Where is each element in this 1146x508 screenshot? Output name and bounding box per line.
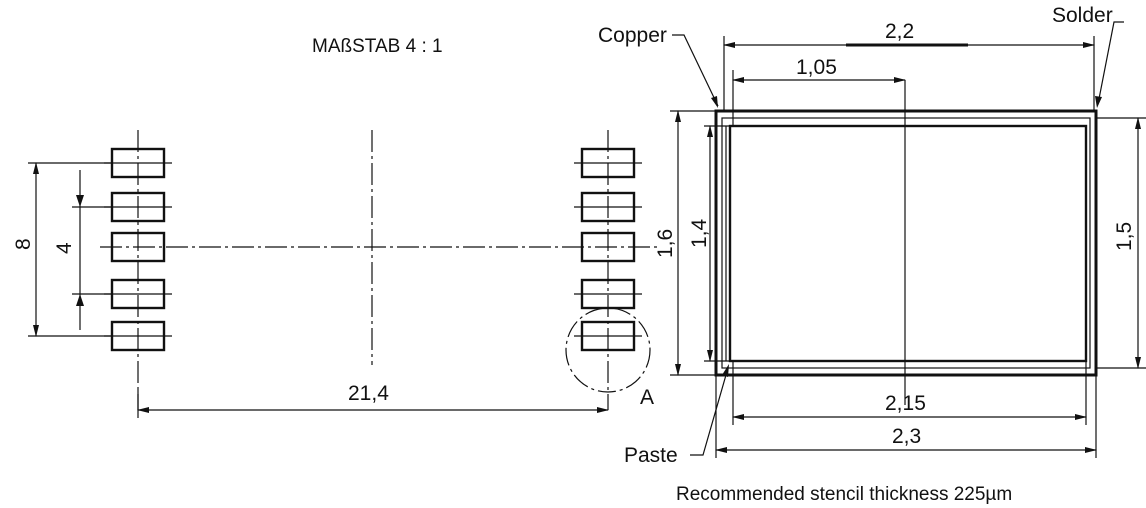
paste-outline — [728, 124, 1088, 363]
label-copper: Copper — [598, 24, 667, 47]
left-pad-column — [104, 130, 172, 410]
arrowhead — [76, 195, 84, 207]
arrowhead — [722, 364, 729, 377]
dimension-1-4: 1,4 — [688, 218, 711, 248]
solder-outline — [721, 117, 1091, 369]
dimension-4: 4 — [53, 242, 76, 254]
dimension-8: 8 — [12, 238, 35, 250]
label-paste: Paste — [624, 444, 678, 467]
dimension-21-4: 21,4 — [348, 382, 389, 405]
detail-label: A — [640, 386, 654, 409]
dimension-1-5: 1,5 — [1113, 222, 1136, 251]
footprint-view: A 8 4 21,4 — [12, 130, 660, 418]
copper-outline — [714, 109, 1098, 377]
dimension-1-6: 1,6 — [654, 229, 677, 258]
right-pad-column — [574, 130, 642, 410]
dimension-2-3: 2,3 — [892, 425, 921, 448]
scale-label: MAßSTAB 4 : 1 — [312, 36, 443, 57]
stencil-note: Recommended stencil thickness 225µm — [676, 484, 1012, 505]
copper-leader — [672, 34, 719, 107]
detail-circle — [565, 307, 651, 393]
arrowhead — [76, 294, 84, 306]
dimension-1-05: 1,05 — [796, 56, 837, 79]
solder-leader — [1097, 21, 1124, 105]
dimension-2-15: 2,15 — [885, 392, 926, 415]
label-solder: Solder — [1052, 4, 1113, 27]
dimension-2-2: 2,2 — [885, 20, 914, 43]
arrowhead — [1095, 96, 1102, 108]
arrowhead — [711, 96, 718, 108]
detail-view: 2,2 1,05 1,6 1,4 1,5 2,15 2,3 Copper — [598, 4, 1146, 467]
paste-leader — [690, 367, 729, 456]
